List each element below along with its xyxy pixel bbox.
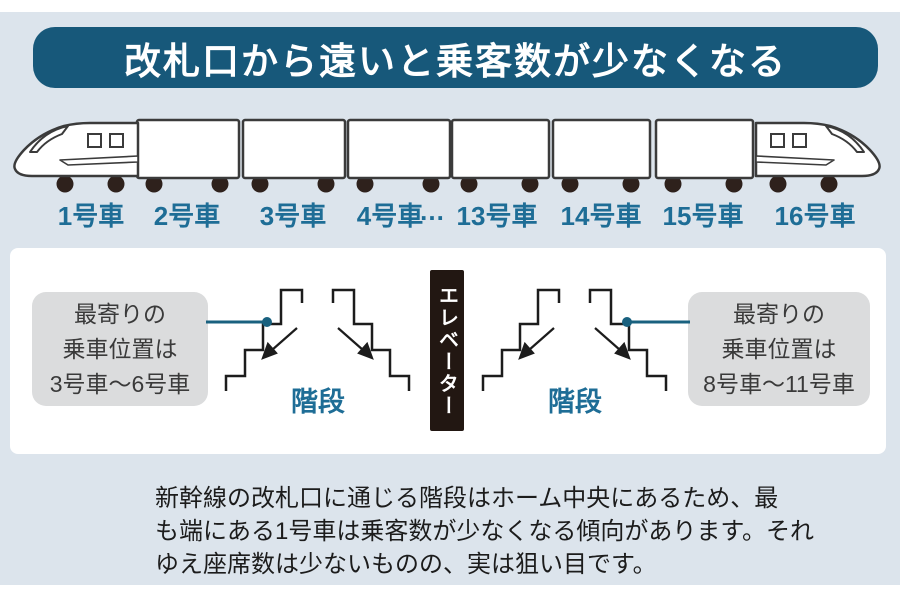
- note-line: 乗車位置は: [721, 336, 837, 362]
- boarding-note-right: 最寄りの 乗車位置は 8号車～11号車: [688, 292, 870, 406]
- elevator-sign: エレベーター: [430, 270, 464, 431]
- note-line: 最寄りの: [733, 301, 825, 327]
- stairs-label-right: 階段: [548, 387, 602, 417]
- car-label-13: 13号車: [456, 201, 538, 231]
- note-line: 3号車～6号車: [49, 371, 191, 397]
- car-label-2: 2号車: [153, 201, 221, 231]
- car-label-14: 14号車: [560, 201, 642, 231]
- caption-paragraph: 新幹線の改札口に通じる階段はホーム中央にあるため、最 も端にある1号車は乗客数が…: [155, 482, 814, 581]
- stairs-label-left: 階段: [291, 387, 345, 417]
- title-banner: 改札口から遠いと乗客数が少なくなる: [33, 27, 878, 88]
- caption-line: 新幹線の改札口に通じる階段はホーム中央にあるため、最: [155, 485, 779, 512]
- car-label-15: 15号車: [662, 201, 744, 231]
- car-label-1: 1号車: [57, 201, 125, 231]
- note-line: 8号車～11号車: [703, 371, 855, 397]
- elevator-label: エレベーター: [435, 284, 458, 417]
- car-label-16: 16号車: [774, 201, 856, 231]
- car-label-ellipsis: …: [419, 196, 445, 226]
- note-line: 乗車位置は: [62, 336, 178, 362]
- note-line: 最寄りの: [74, 301, 166, 327]
- page-title: 改札口から遠いと乗客数が少なくなる: [124, 40, 787, 82]
- caption-line: も端にある1号車は乗客数が少なくなる傾向があります。それ: [155, 518, 814, 545]
- car-label-3: 3号車: [259, 201, 327, 231]
- caption-line: ゆえ座席数は少ないものの、実は狙い目です。: [155, 551, 657, 578]
- boarding-note-left: 最寄りの 乗車位置は 3号車～6号車: [32, 292, 208, 406]
- car-label-4: 4号車: [356, 201, 424, 231]
